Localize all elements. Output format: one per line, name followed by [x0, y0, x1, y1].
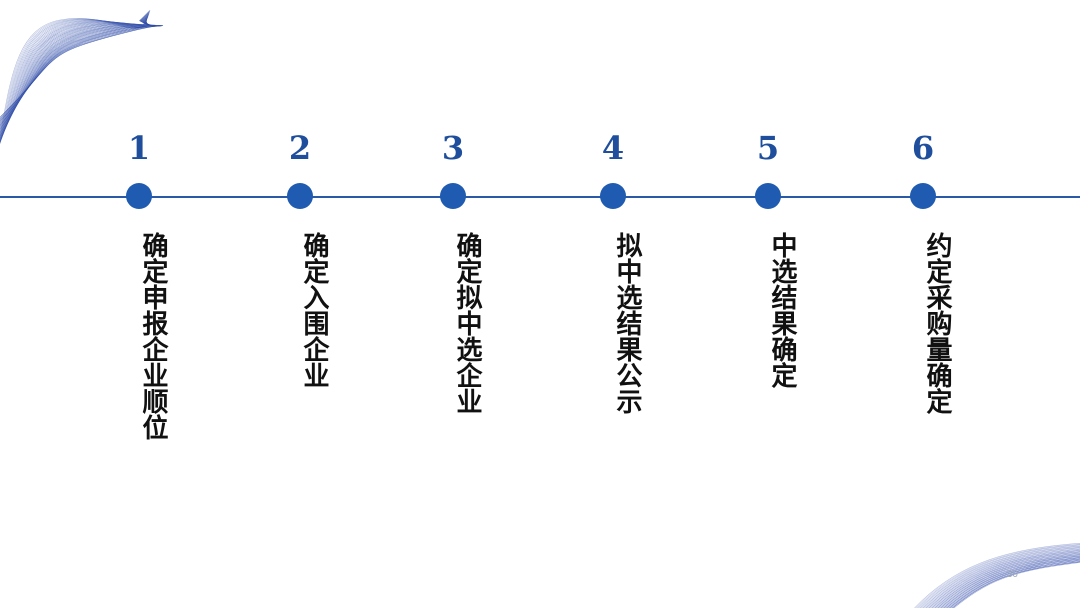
step-1: 1 确定申报企业顺位	[109, 0, 169, 608]
timeline-dot	[910, 183, 936, 209]
step-3: 3 确定拟中选企业	[423, 0, 483, 608]
step-number: 3	[441, 129, 465, 167]
step-label: 确定申报企业顺位	[138, 232, 168, 440]
step-number: 1	[127, 129, 151, 167]
step-label: 确定拟中选企业	[452, 232, 482, 414]
timeline-dot	[755, 183, 781, 209]
step-label: 中选结果确定	[767, 232, 797, 388]
step-label: 确定入围企业	[299, 232, 329, 388]
step-number: 4	[601, 129, 625, 167]
step-number: 5	[756, 129, 780, 167]
timeline-dot	[600, 183, 626, 209]
step-number: 6	[911, 129, 935, 167]
step-6: 6 约定采购量确定	[893, 0, 953, 608]
timeline-dot	[126, 183, 152, 209]
timeline-dot	[440, 183, 466, 209]
step-label: 拟中选结果公示	[612, 232, 642, 414]
page-number: 30	[1006, 569, 1018, 580]
timeline-line	[0, 196, 1080, 198]
step-number: 2	[288, 129, 312, 167]
step-4: 4 拟中选结果公示	[583, 0, 643, 608]
step-label: 约定采购量确定	[922, 232, 952, 414]
step-5: 5 中选结果确定	[738, 0, 798, 608]
timeline-dot	[287, 183, 313, 209]
step-2: 2 确定入围企业	[270, 0, 330, 608]
